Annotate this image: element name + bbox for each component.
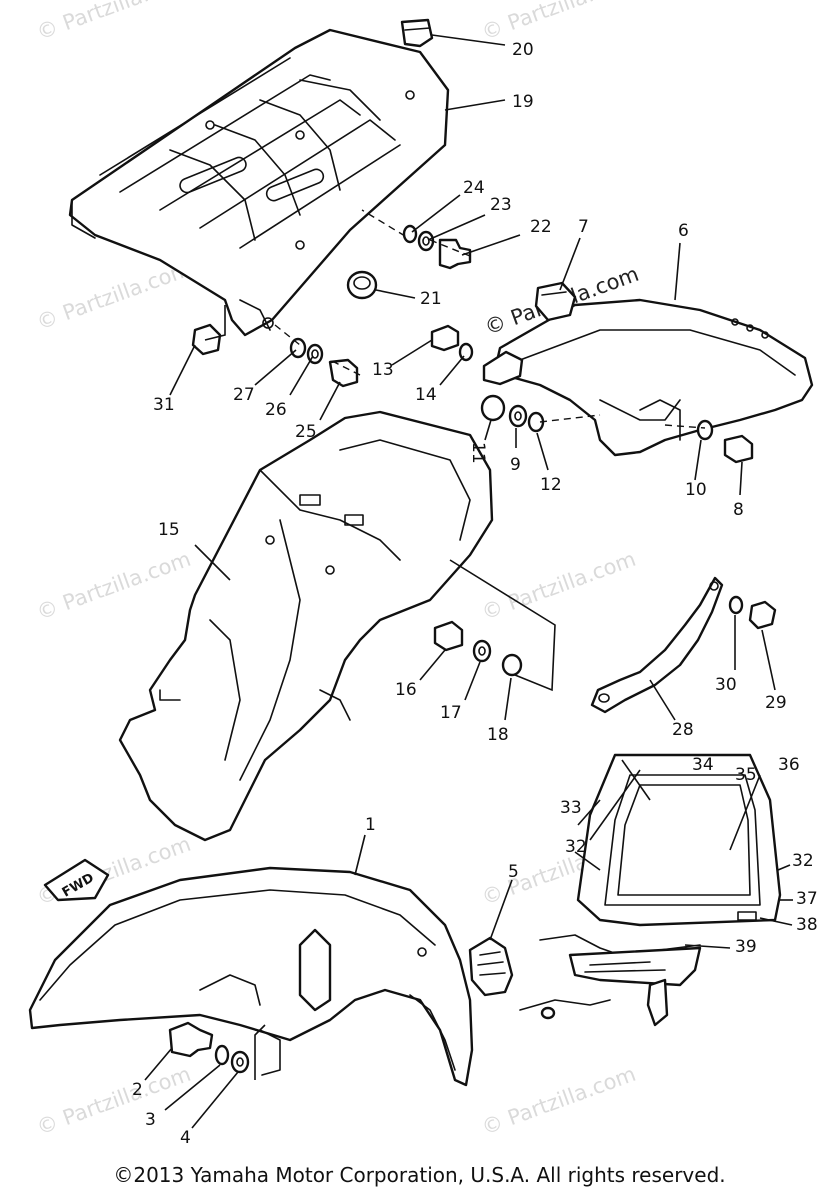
- rear-cover: [68, 28, 450, 337]
- callout-39: 39: [735, 937, 757, 957]
- leader-lines: [144, 34, 793, 1129]
- callout-17: 17: [440, 703, 462, 723]
- callout-18: 18: [487, 725, 509, 745]
- callout-11: 11: [468, 442, 488, 464]
- callout-15: 15: [158, 520, 180, 540]
- callout-4: 4: [180, 1128, 191, 1148]
- copyright-footer: ©2013 Yamaha Motor Corporation, U.S.A. A…: [113, 1163, 726, 1187]
- callout-1: 1: [365, 815, 376, 835]
- callout-27: 27: [233, 385, 255, 405]
- callout-9: 9: [510, 455, 521, 475]
- assembly-lines: [204, 209, 706, 1080]
- watermark: © Partzilla.com: [479, 0, 639, 45]
- stay-bracket: [590, 576, 777, 714]
- inner-fender: [118, 410, 494, 842]
- callout-38: 38: [796, 915, 818, 935]
- rear-fender-flap: [482, 281, 814, 457]
- callout-25: 25: [295, 422, 317, 442]
- callout-10: 10: [685, 480, 707, 500]
- front-fender: FWD: [28, 858, 514, 1087]
- callout-labels: 20 19 24 23 22 7 6 21 31 27 26 25 13 14 …: [132, 40, 818, 1148]
- callout-19: 19: [512, 92, 534, 112]
- callout-5: 5: [508, 862, 519, 882]
- callout-35: 35: [735, 765, 757, 785]
- callout-37: 37: [796, 889, 818, 909]
- callout-23: 23: [490, 195, 512, 215]
- callout-3: 3: [145, 1110, 156, 1130]
- callout-12: 12: [540, 475, 562, 495]
- callout-32: 32: [565, 837, 587, 857]
- callout-13: 13: [372, 360, 394, 380]
- callout-14: 14: [415, 385, 437, 405]
- callout-28: 28: [672, 720, 694, 740]
- callout-2: 2: [132, 1080, 143, 1100]
- callout-22: 22: [530, 217, 552, 237]
- callout-20: 20: [512, 40, 534, 60]
- inner-fender-fasteners: [433, 620, 523, 677]
- callout-7: 7: [578, 217, 589, 237]
- callout-16: 16: [395, 680, 417, 700]
- callout-30: 30: [715, 675, 737, 695]
- watermark: © Partzilla.com: [34, 0, 194, 45]
- flap-fasteners: [430, 324, 754, 464]
- watermark: © Partzilla.com: [34, 1062, 194, 1140]
- callout-36: 36: [778, 755, 800, 775]
- callout-34: 34: [692, 755, 714, 775]
- callout-29: 29: [765, 693, 787, 713]
- callout-32: 32: [792, 851, 814, 871]
- callout-31: 31: [153, 395, 175, 415]
- reflector-plate: [576, 753, 782, 927]
- watermark: © Partzilla.com: [479, 1062, 639, 1140]
- watermark: © Partzilla.com: [34, 547, 194, 625]
- license-bracket: [519, 934, 702, 1027]
- callout-26: 26: [265, 400, 287, 420]
- callout-6: 6: [678, 221, 689, 241]
- callout-8: 8: [733, 500, 744, 520]
- callout-24: 24: [463, 178, 485, 198]
- callout-33: 33: [560, 798, 582, 818]
- callout-21: 21: [420, 289, 442, 309]
- watermark: © Partzilla.com: [479, 547, 639, 625]
- watermark: © Partzilla.com: [34, 257, 194, 335]
